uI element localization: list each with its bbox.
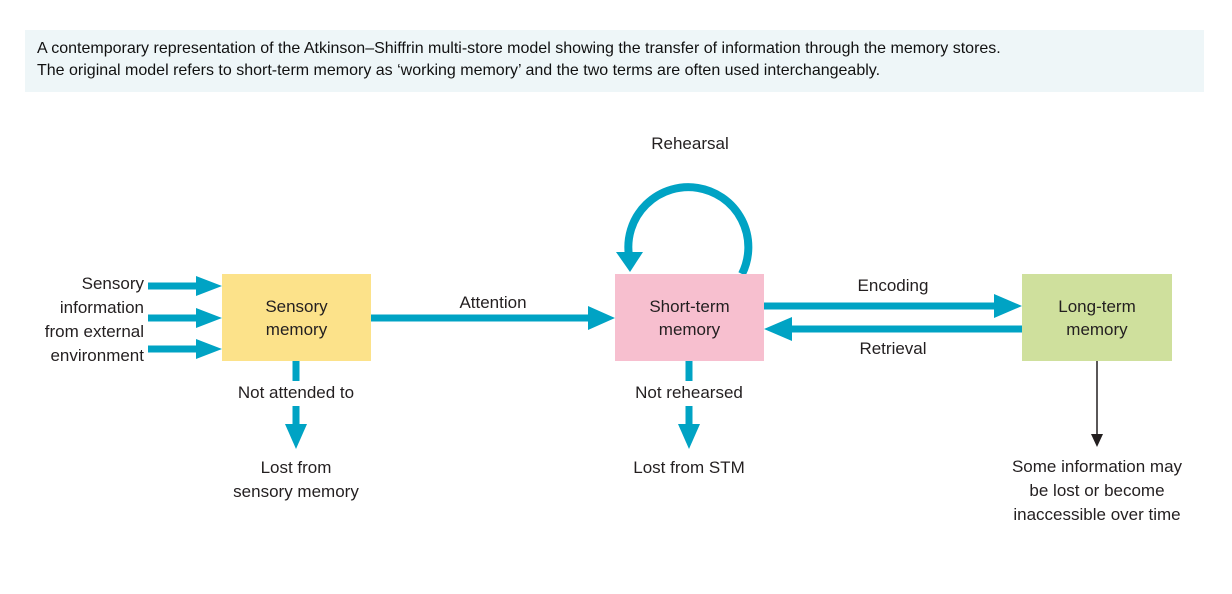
not-attended-arrow-head xyxy=(285,424,307,449)
attention-label: Attention xyxy=(459,293,527,312)
short-term-memory-box: Short-term memory xyxy=(615,274,764,361)
attention-arrow-head xyxy=(588,306,615,330)
ltm-loss-label: Some information may be lost or become i… xyxy=(1011,457,1183,524)
not-attended-label: Not attended to xyxy=(237,383,355,402)
not-rehearsed-label: Not rehearsed xyxy=(635,383,743,402)
input-arrow-1-head xyxy=(196,276,222,296)
caption-line-1: A contemporary representation of the Atk… xyxy=(37,40,1001,57)
lost-from-sensory-label: Lost from sensory memory xyxy=(233,458,359,501)
input-arrow-2-head xyxy=(196,308,222,328)
rehearsal-label: Rehearsal xyxy=(651,134,729,153)
input-arrows xyxy=(148,276,222,359)
retrieval-arrow-head xyxy=(764,317,792,341)
sensory-memory-box: Sensory memory xyxy=(222,274,371,361)
encoding-label: Encoding xyxy=(857,276,929,295)
figure-caption: A contemporary representation of the Atk… xyxy=(25,30,1204,92)
ltm-loss-arrow-head xyxy=(1091,434,1103,447)
not-rehearsed-arrow-head xyxy=(678,424,700,449)
retrieval-label: Retrieval xyxy=(859,339,927,358)
rehearsal-arrow-head xyxy=(616,252,643,272)
input-arrow-3-head xyxy=(196,339,222,359)
lost-from-stm-label: Lost from STM xyxy=(633,458,745,477)
encoding-arrow-head xyxy=(994,294,1022,318)
rehearsal-loop xyxy=(624,183,753,276)
long-term-memory-box: Long-term memory xyxy=(1022,274,1172,361)
caption-line-2: The original model refers to short-term … xyxy=(37,62,881,79)
sensory-input-label: Sensory information from external enviro… xyxy=(44,274,144,365)
